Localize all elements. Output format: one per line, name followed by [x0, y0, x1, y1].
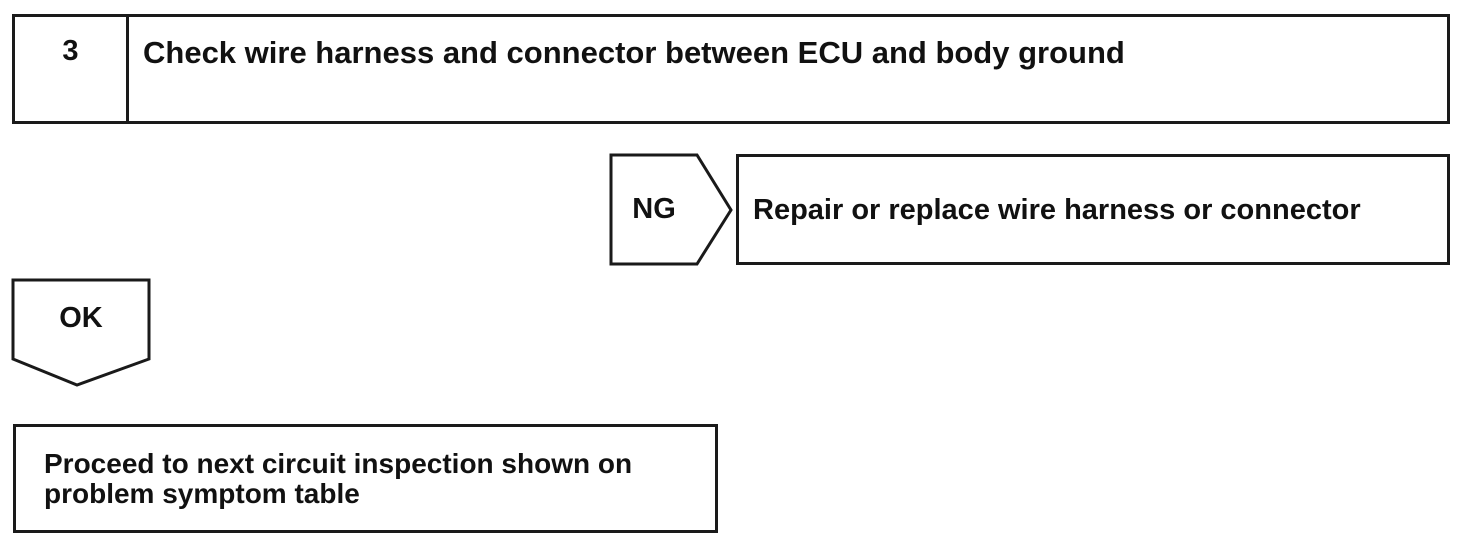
- step-header-box: 3 Check wire harness and connector betwe…: [12, 14, 1450, 124]
- step-number-cell: 3: [15, 17, 129, 121]
- ok-label: OK: [59, 302, 103, 334]
- ok-action-text: Proceed to next circuit inspection shown…: [44, 448, 633, 509]
- ok-action-box: Proceed to next circuit inspection shown…: [13, 424, 718, 533]
- ng-action-box: Repair or replace wire harness or connec…: [736, 154, 1450, 265]
- step-number: 3: [62, 35, 79, 67]
- ng-action-text: Repair or replace wire harness or connec…: [753, 194, 1361, 226]
- step-title: Check wire harness and connector between…: [143, 35, 1125, 70]
- ng-label: NG: [632, 193, 676, 225]
